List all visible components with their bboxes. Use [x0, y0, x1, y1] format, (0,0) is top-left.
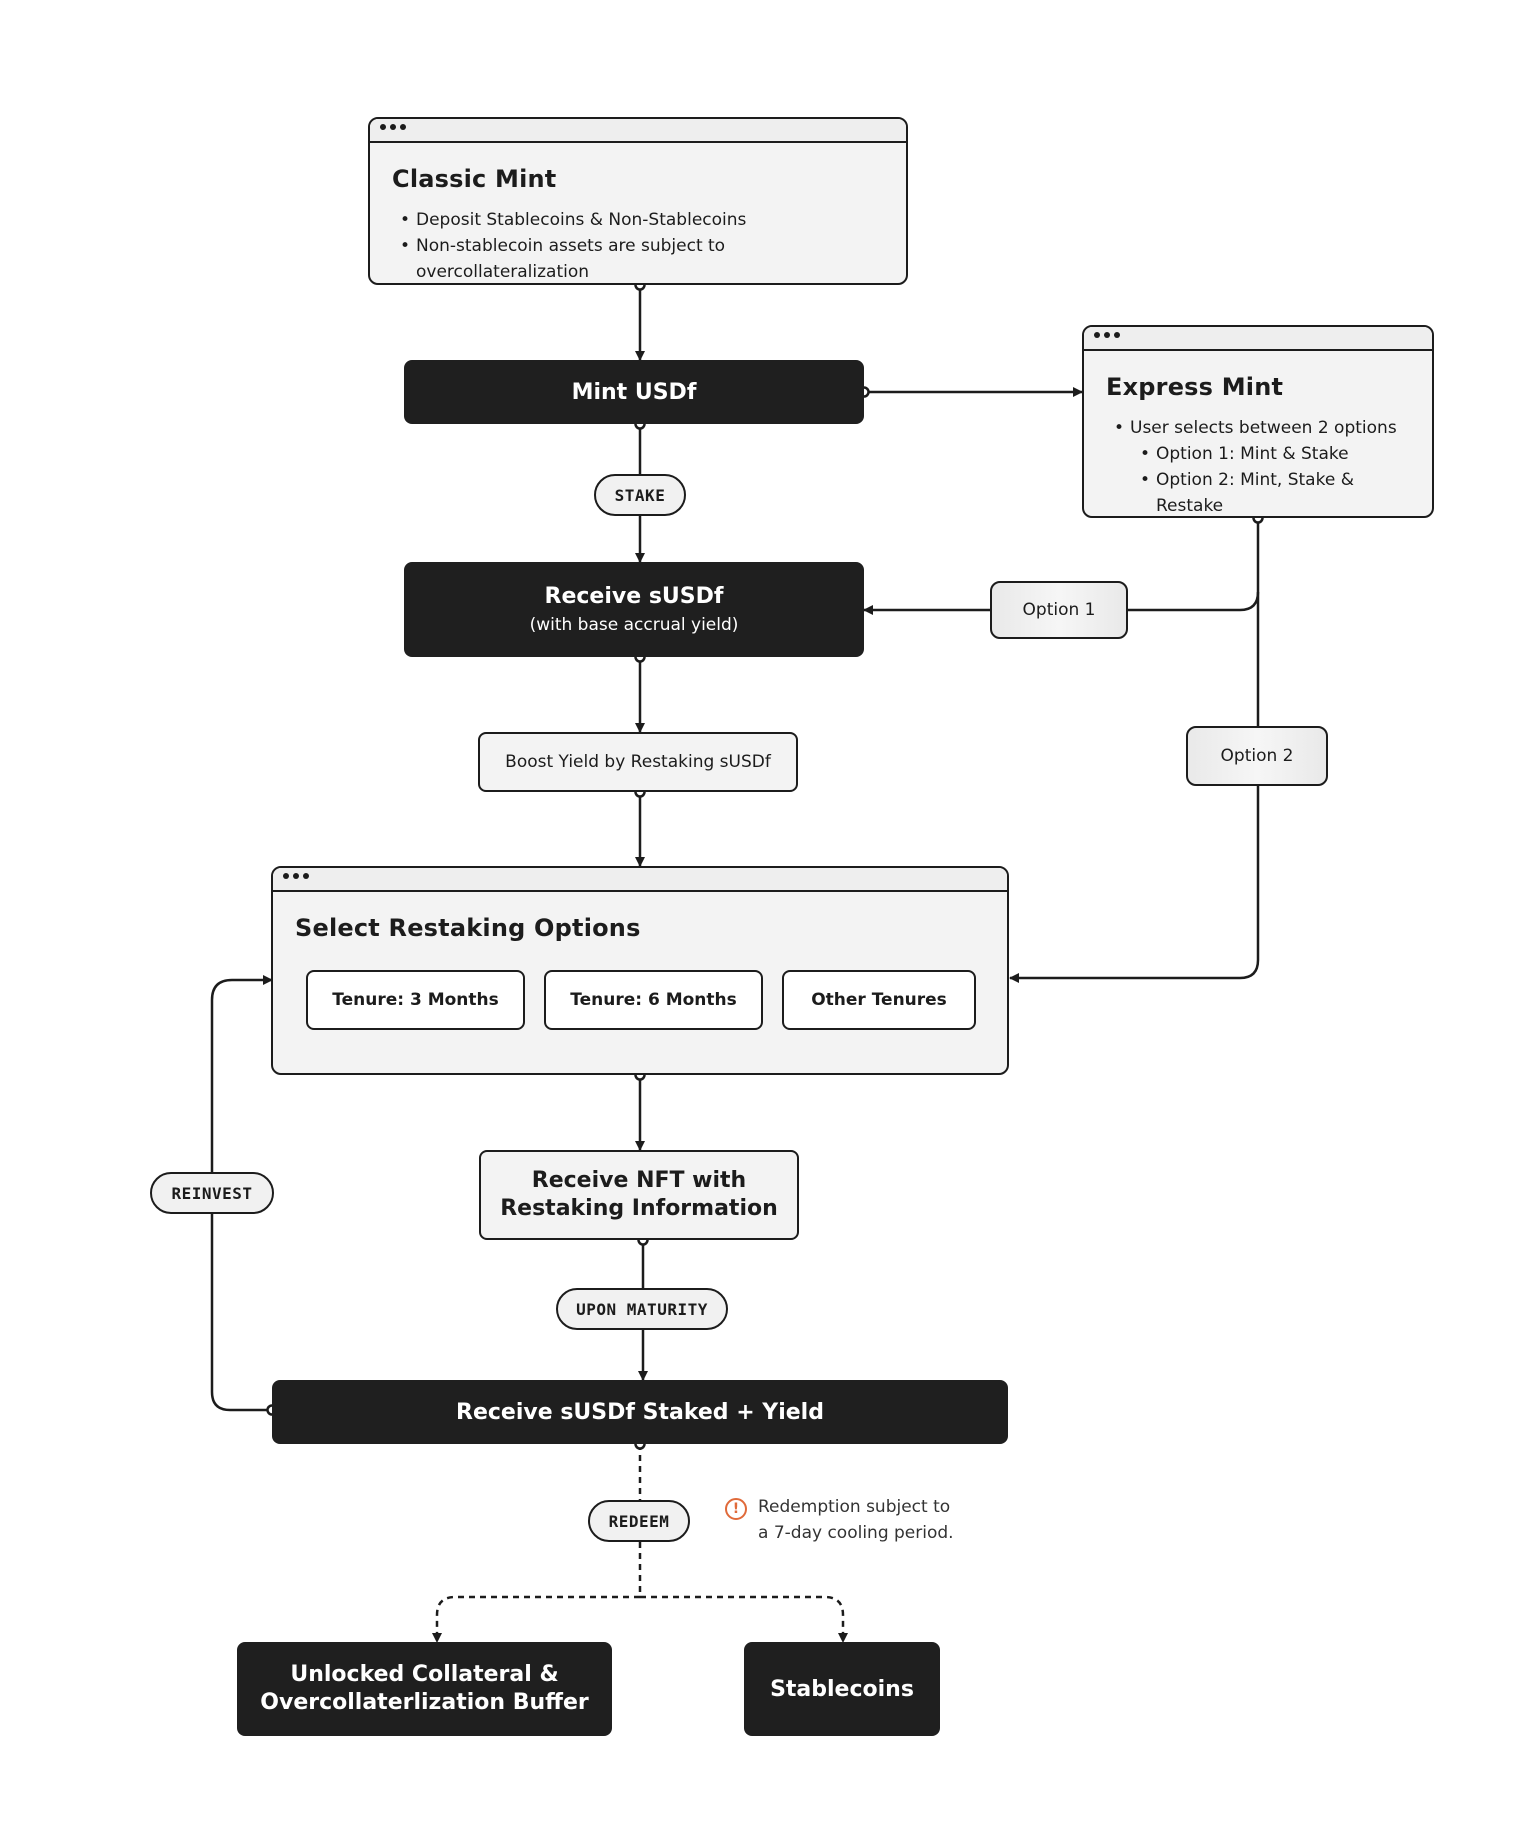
- receive-nft-line2: Restaking Information: [500, 1196, 778, 1221]
- option2-tag: Option 2: [1186, 726, 1328, 786]
- reinvest-pill: REINVEST: [150, 1172, 274, 1214]
- classic-mint-bullet: Non-stablecoin assets are subject to ove…: [392, 233, 884, 283]
- option1-label: Option 1: [1022, 600, 1096, 620]
- line-express-to-option1: [1128, 518, 1260, 612]
- receive-nft-line1: Receive NFT with: [531, 1168, 747, 1193]
- redemption-note: Redemption subject to a 7-day cooling pe…: [758, 1494, 1018, 1546]
- arrow-redeem-to-collateral: [432, 1595, 640, 1643]
- tenure-6-months-button[interactable]: Tenure: 6 Months: [544, 970, 763, 1030]
- unlocked-collateral-line2: Overcollaterlization Buffer: [260, 1690, 589, 1715]
- classic-mint-card: Classic Mint Deposit Stablecoins & Non-S…: [368, 117, 908, 285]
- option1-tag: Option 1: [990, 581, 1128, 639]
- window-dots-icon: [380, 124, 406, 130]
- express-mint-sub-bullet: Option 2: Mint, Stake & Restake: [1106, 467, 1410, 516]
- redemption-note-line2: a 7-day cooling period.: [758, 1523, 954, 1543]
- receive-susdf-node: Receive sUSDf (with base accrual yield): [404, 562, 864, 657]
- receive-nft-node: Receive NFT with Restaking Information: [479, 1150, 799, 1240]
- stake-label: STAKE: [614, 485, 666, 505]
- tenure-label: Tenure: 6 Months: [570, 990, 737, 1010]
- express-mint-card: Express Mint User selects between 2 opti…: [1082, 325, 1434, 518]
- stablecoins-label: Stablecoins: [770, 1676, 914, 1702]
- arrow-option2-to-restaking: [1009, 786, 1260, 983]
- unlocked-collateral-line1: Unlocked Collateral &: [290, 1662, 559, 1687]
- redeem-label: REDEEM: [608, 1511, 670, 1531]
- warning-circle-icon: !: [725, 1498, 747, 1520]
- boost-yield-label: Boost Yield by Restaking sUSDf: [505, 752, 771, 772]
- mint-usdf-node: Mint USDf: [404, 360, 864, 424]
- restaking-options-title: Select Restaking Options: [295, 914, 641, 942]
- receive-staked-yield-label: Receive sUSDf Staked + Yield: [456, 1399, 824, 1425]
- arrow-redeem-to-stablecoins: [640, 1595, 848, 1643]
- window-dots-icon: [1094, 332, 1120, 338]
- upon-maturity-label: UPON MATURITY: [576, 1299, 708, 1319]
- classic-mint-bullet: Deposit Stablecoins & Non-Stablecoins: [392, 207, 884, 233]
- receive-susdf-label: Receive sUSDf: [544, 584, 724, 609]
- mint-usdf-label: Mint USDf: [571, 379, 697, 405]
- window-dots-icon: [283, 873, 309, 879]
- express-mint-title: Express Mint: [1106, 373, 1284, 401]
- stablecoins-node: Stablecoins: [744, 1642, 940, 1736]
- tenure-label: Other Tenures: [811, 990, 947, 1010]
- receive-staked-yield-node: Receive sUSDf Staked + Yield: [272, 1380, 1008, 1444]
- tenure-label: Tenure: 3 Months: [332, 990, 499, 1010]
- express-mint-bullet: User selects between 2 options: [1106, 415, 1410, 441]
- express-mint-sub-bullet: Option 1: Mint & Stake: [1106, 441, 1410, 467]
- window-titlebar: [1084, 327, 1432, 351]
- unlocked-collateral-node: Unlocked Collateral & Overcollaterlizati…: [237, 1642, 612, 1736]
- other-tenures-button[interactable]: Other Tenures: [782, 970, 976, 1030]
- receive-susdf-sublabel: (with base accrual yield): [529, 615, 739, 635]
- tenure-3-months-button[interactable]: Tenure: 3 Months: [306, 970, 525, 1030]
- boost-yield-node: Boost Yield by Restaking sUSDf: [478, 732, 798, 792]
- redeem-pill: REDEEM: [588, 1500, 690, 1542]
- reinvest-label: REINVEST: [171, 1183, 253, 1203]
- upon-maturity-pill: UPON MATURITY: [556, 1288, 728, 1330]
- redemption-note-line1: Redemption subject to: [758, 1497, 951, 1517]
- restaking-options-card: Select Restaking Options Tenure: 3 Month…: [271, 866, 1009, 1075]
- window-titlebar: [273, 868, 1007, 892]
- stake-pill: STAKE: [594, 474, 686, 516]
- classic-mint-title: Classic Mint: [392, 165, 557, 193]
- option2-label: Option 2: [1220, 746, 1294, 766]
- window-titlebar: [370, 119, 906, 143]
